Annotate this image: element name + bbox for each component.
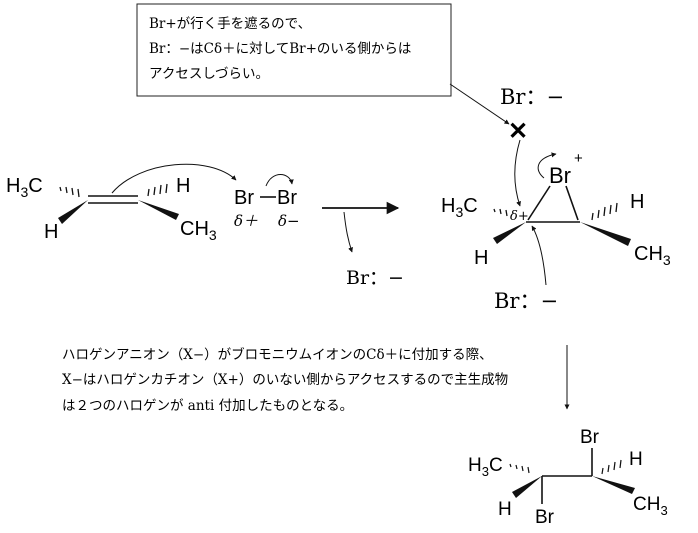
alkene-ch3: CH3 (180, 218, 217, 243)
alkene-hash-left (59, 186, 80, 198)
partial-positive: δ＋ (234, 212, 258, 230)
br-atom-1: Br (234, 187, 254, 209)
anti-attack-arrow (531, 225, 547, 286)
product-hash-right (601, 459, 622, 475)
bromonium-ch3: CH3 (634, 243, 671, 268)
note-line-1: Br+が行く手を遮るので、 (149, 16, 311, 32)
bromonium-delta: δ+ (510, 209, 529, 224)
bromine-molecule: Br Br δ＋ δ− (234, 187, 300, 230)
byproduct-bromide: Br：− (346, 267, 404, 289)
alkene-h3c: H3C (6, 175, 43, 200)
product-br-bottom: Br (535, 507, 555, 528)
bromonium-h-right: H (630, 191, 644, 213)
product-ch3: CH3 (633, 494, 668, 518)
bottom-bromide-anion: Br：− (494, 289, 558, 313)
bromonium-charge: + (574, 150, 583, 167)
alkene-hash-right (147, 183, 168, 197)
alkene-h-right: H (176, 175, 190, 197)
pi-attack-arrow (111, 163, 237, 194)
bromonium-wedge-right (580, 222, 631, 246)
product-h-left: H (498, 499, 512, 520)
ring-c1-br-bond (527, 185, 551, 221)
blocked-x-icon: ✕ (508, 118, 528, 145)
alkene-wedge-right (138, 200, 179, 220)
byproduct-arrow (343, 211, 353, 253)
blocked-attack-arrow (514, 139, 521, 207)
note-line-3: アクセスしづらい。 (149, 66, 269, 82)
explanation-text: ハロゲンアニオン（X−）がブロモニウムイオンのCδ＋に付加する際、 X−はハロゲ… (62, 346, 508, 414)
bromonium-ion: Br：− ✕ Br + H3C δ+ H H CH3 Br：− (441, 85, 671, 313)
ring-c2-br-bond (565, 185, 579, 221)
product-br-top: Br (580, 427, 600, 448)
bromonium-hash-left (493, 208, 508, 217)
note-pointer-arrow (449, 83, 510, 125)
alkene-wedge-left (58, 200, 88, 224)
explanation-line-2: X−はハロゲンカチオン（X+）のいない側からアクセスするので主生成物 (62, 372, 508, 388)
bromonium-h-left: H (474, 247, 488, 269)
bromonium-lone-pair-arrow (537, 152, 557, 179)
note-line-2: Br：−はCδ＋に対してBr+のいる側からは (149, 41, 411, 57)
explanation-line-1: ハロゲンアニオン（X−）がブロモニウムイオンのCδ＋に付加する際、 (62, 346, 493, 363)
explanation-line-3: は２つのハロゲンが anti 付加したものとなる。 (62, 398, 353, 414)
product-molecule: Br H3C H H CH3 Br (468, 427, 668, 528)
product-h-right: H (629, 449, 643, 470)
partial-negative: δ− (278, 212, 300, 230)
bond-cleavage-arrow (265, 174, 294, 187)
product-wedge-right (592, 476, 635, 494)
product-h3c: H3C (468, 455, 503, 479)
note-box: Br+が行く手を遮るので、 Br：−はCδ＋に対してBr+のいる側からは アクセ… (136, 3, 510, 125)
alkene-molecule: H3C H H CH3 (6, 175, 217, 243)
br-atom-2: Br (277, 187, 297, 209)
alkene-h-left: H (44, 221, 58, 243)
bromonium-h3c: H3C (441, 195, 478, 220)
product-wedge-left (512, 476, 542, 498)
bromonium-br: Br (549, 163, 571, 188)
product-hash-left (509, 463, 530, 474)
top-bromide-anion: Br：− (500, 85, 564, 109)
bromonium-hash-right (591, 202, 618, 221)
bromonium-wedge-left (493, 222, 526, 244)
